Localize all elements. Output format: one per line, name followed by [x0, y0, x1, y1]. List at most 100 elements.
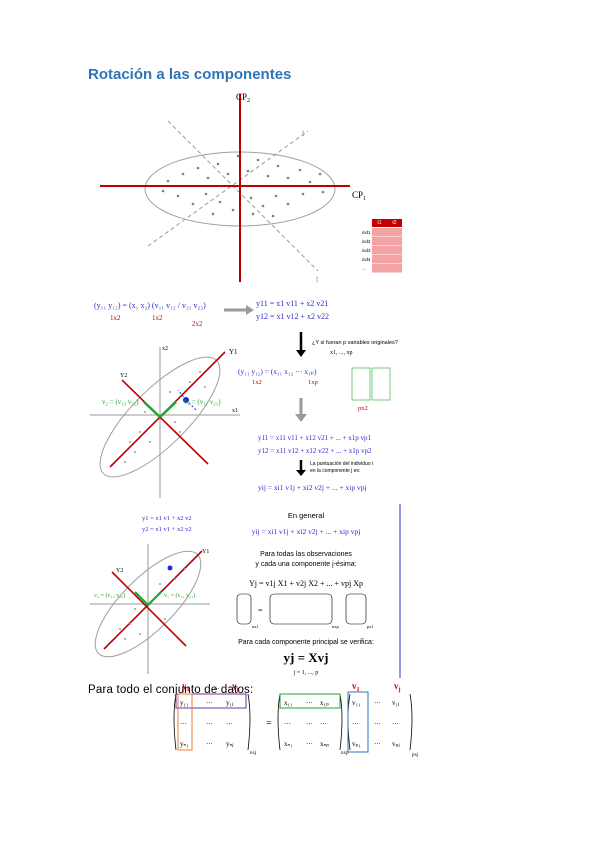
arrow-down-2-head: [295, 414, 307, 422]
matrix-eq-p: (y₁₁ y₁₂) = (x₁₁ x₁₂ ··· x₁ₚ): [238, 367, 317, 376]
matrix-cell: ···: [352, 720, 359, 728]
yj-column-matrix: [236, 593, 252, 625]
matrix-cell: ···: [206, 720, 213, 728]
matrix-cell: yₙ₁: [180, 740, 189, 748]
cp1-label: CP1: [352, 190, 366, 202]
y-bracket-left: [173, 693, 177, 751]
table-cells: [372, 228, 402, 273]
y2-axis-2: [111, 571, 187, 647]
x2-label: x2: [162, 346, 168, 352]
v1-vector: [159, 401, 177, 418]
panel-2-derivation: (y₁₁ y₁₂) = (x₁ x₂) (v₁₁ v₁₂ / v₂₁ v₂₂) …: [90, 299, 398, 498]
vj-header: vj: [394, 681, 401, 693]
matrix-cell: ···: [306, 740, 313, 748]
matrix-cell: y₁₁: [180, 699, 188, 707]
panel3-points: [119, 568, 186, 640]
final-equation: yij = xi1 v1j + xi2 v2j + ... + xip vpj: [258, 483, 367, 492]
matrix-cell: yₙⱼ: [226, 740, 234, 748]
matrix-cell: x₁₁: [284, 699, 292, 707]
note-line-1: La puntuación del individuo i: [310, 461, 373, 467]
dim-label: 1x2: [152, 314, 163, 322]
matrix-cell: vₚ₁: [352, 740, 361, 748]
dim-label: 1x2: [110, 314, 121, 322]
arrow-down-head: [296, 350, 306, 357]
v1-label-2: v₁ = (v₁₁ v₂₁): [164, 592, 195, 599]
left-eq-1: y1 = x1 v1 + x2 v2: [142, 515, 192, 522]
matrix-cell: ···: [284, 720, 291, 728]
panel-3-general: y1 = x1 v1 + x2 v2 y2 = x1 v1 + x2 v2 Y1…: [90, 504, 401, 678]
matrix-cell: v₁ⱼ: [392, 699, 399, 707]
pca-rotation-plot: CP2 CP1 t t: [100, 92, 366, 284]
sum-line-2: y12 = x11 v12 + x12 v22 + ... + x1p vp2: [258, 447, 372, 455]
matrix-cell: ···: [306, 699, 313, 707]
mini-data-table: t1 t2 ind1 ind2 ind3 ind4 ...: [362, 219, 402, 273]
table-header: t2: [387, 219, 402, 227]
scatter-points: [161, 154, 325, 218]
big-equation: yj = Xvj: [284, 650, 329, 665]
system-line-2: y12 = x1 v12 + x2 v22: [256, 312, 329, 321]
matrix-cell: y₁ⱼ: [226, 699, 233, 707]
matrix-cell: xₙₚ: [320, 740, 329, 748]
matrix-cell: x₁ₚ: [320, 699, 329, 707]
dim-label: 1xp: [308, 379, 318, 386]
x-bracket-left: [277, 693, 281, 751]
matrix-cell: ···: [392, 720, 399, 728]
matrix-cell: ···: [320, 720, 327, 728]
para-todas-1: Para todas las observaciones: [260, 551, 352, 558]
column-highlight-blue: [347, 691, 369, 753]
table-header: t1: [372, 219, 387, 227]
matrix-cell: ···: [206, 740, 213, 748]
matrix-cell: ···: [226, 720, 233, 728]
row-highlight-purple: [175, 693, 247, 709]
yj-equation: Yj = v1j X1 + v2j X2 + ... + vpj Xp: [249, 579, 363, 588]
v2-label-2: v₂ = (v₁₂ v₂₂): [94, 592, 125, 599]
rotated-label-top: t: [302, 128, 305, 138]
v-matrix-right: [371, 367, 391, 401]
matrix-cell: ···: [374, 699, 381, 707]
page-title: Rotación a las componentes: [88, 66, 292, 83]
x-matrix: [269, 593, 333, 625]
row-highlight-green: [279, 693, 341, 709]
para-todas-2: y cada una componente j-ésima:: [255, 561, 356, 568]
table-row-label: ind3: [362, 248, 371, 253]
matrix-cell: ···: [374, 720, 381, 728]
sum-line-1: y11 = x11 v11 + x12 v21 + ... + x1p vp1: [258, 434, 372, 442]
matrix-cell: ···: [306, 720, 313, 728]
dim-label: pxj: [412, 753, 418, 758]
x1-label: x1: [232, 408, 238, 414]
equals-sign: =: [266, 718, 272, 729]
matrix-cell: vₚⱼ: [392, 740, 400, 748]
v-matrix-left: [351, 367, 371, 401]
matrix-cell: ···: [206, 699, 213, 707]
dim-label: nxp: [341, 751, 349, 756]
general-equation: yij = xi1 v1j + xi2 v2j + ... + xip vpj: [252, 527, 361, 536]
arrow-down-3-head: [296, 470, 306, 476]
rotated-label-bottom: t: [316, 274, 319, 284]
matrix-equation: y1 ... yj y₁₁ ··· y₁ⱼ ··· ··· ··· yₙ₁ ··…: [173, 681, 418, 758]
en-general: En general: [288, 511, 325, 520]
y2-label: Y2: [120, 373, 127, 379]
matrix-equals: =: [258, 606, 263, 615]
rotated-axis-1: [167, 120, 319, 272]
v-bracket-right: [409, 693, 413, 751]
table-row-label: ind2: [362, 239, 371, 244]
y1-label-2: Y1: [202, 549, 209, 555]
dim-label: px1: [367, 624, 374, 629]
yj-header: yj: [232, 681, 239, 693]
matrix-cell: xₙ₁: [284, 740, 293, 748]
dim-label: 2x2: [192, 320, 203, 328]
dots: ...: [214, 683, 220, 691]
y-bracket-right: [247, 693, 251, 751]
v1-label: v₁ = (v₁₁ v₂₁): [184, 398, 221, 406]
x-bracket-right: [339, 693, 343, 751]
v2-vector-2: [134, 591, 149, 606]
j-range: j = 1, ..., p: [293, 670, 319, 676]
y1-label: Y1: [229, 348, 238, 356]
left-eq-2: y2 = x1 v1 + x2 v2: [142, 526, 192, 533]
matrix-cell: ···: [180, 720, 187, 728]
matrix-eq-small: (y₁₁ y₁₂) = (x₁ x₂) (v₁₁ v₁₂ / v₂₁ v₂₂): [94, 301, 206, 310]
matrix-cell: v₁₁: [352, 699, 360, 707]
section-label: Para todo el conjunto de datos:: [88, 684, 254, 696]
vj-column-matrix: [345, 593, 367, 625]
y2-label-2: Y2: [116, 568, 123, 574]
